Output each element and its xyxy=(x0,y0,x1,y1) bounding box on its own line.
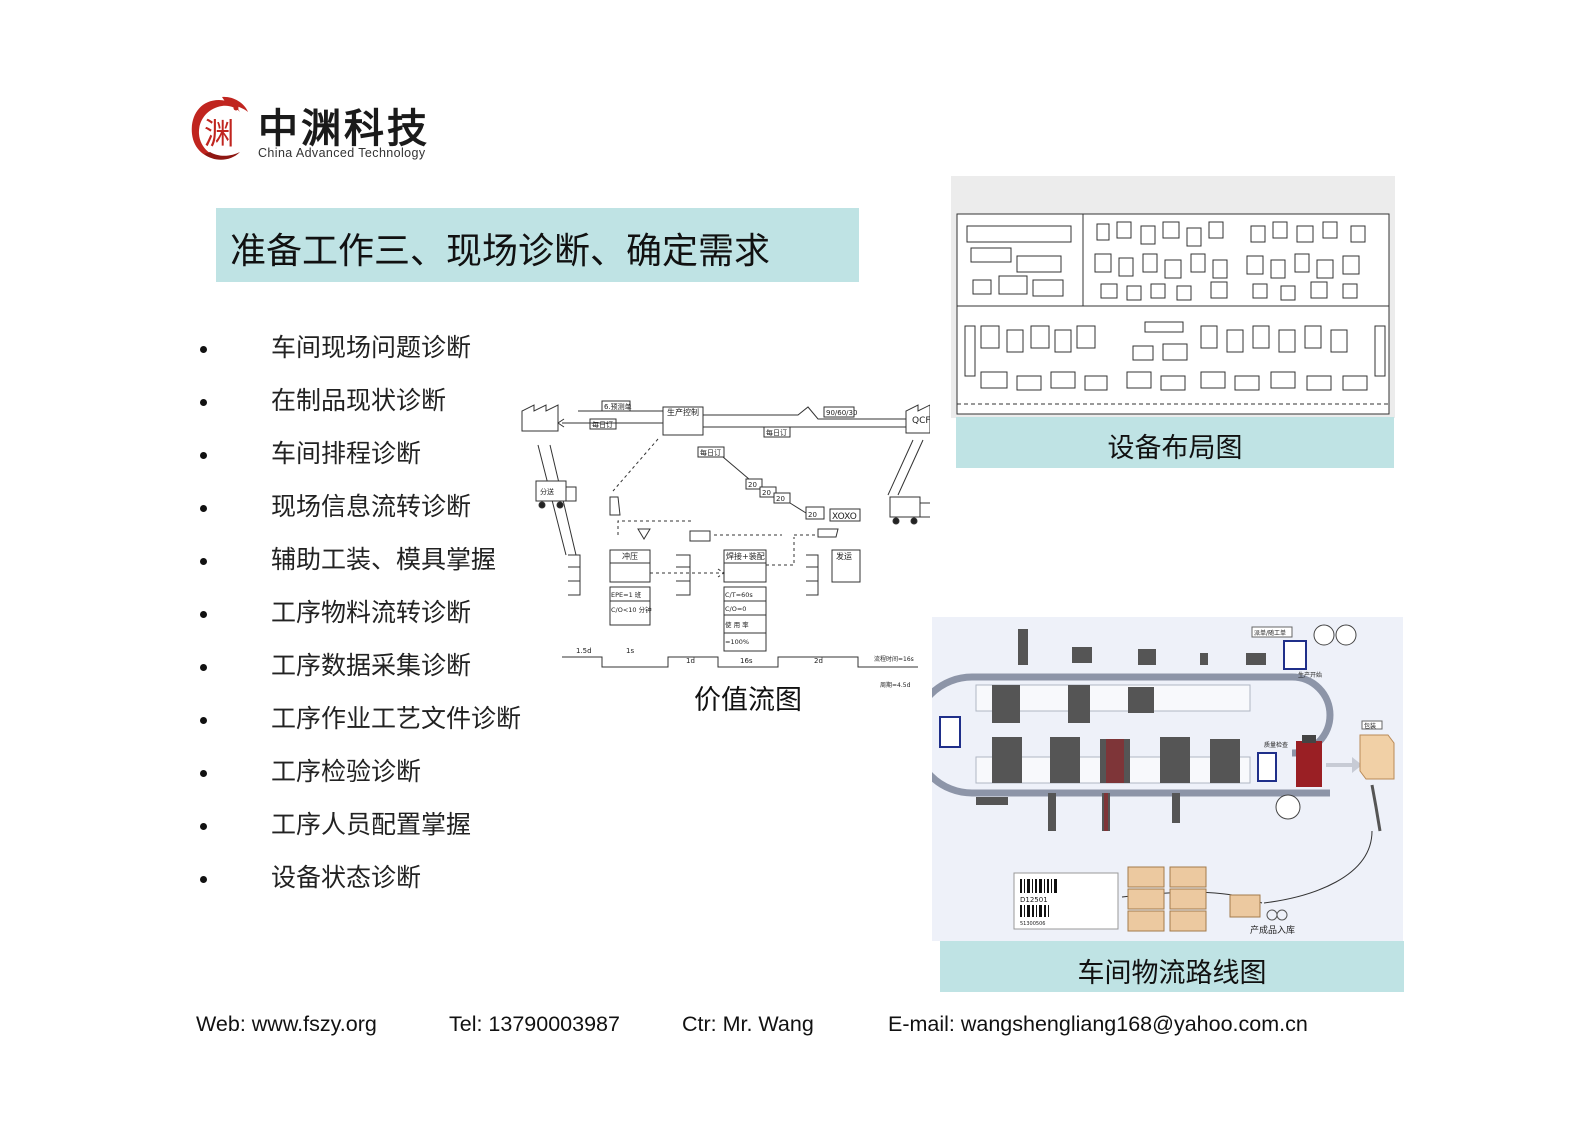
total-time-label: 周期=4.5d xyxy=(880,681,911,689)
logistics-route-drawing: 派单/随工单 生产开始 质量检查 包装 D12501 51300506 xyxy=(910,624,1395,936)
bullet-icon xyxy=(200,452,207,459)
route-caption: 车间物流路线图 xyxy=(1077,958,1267,989)
shipping-process-box xyxy=(831,549,861,583)
production-control-label: 生产控制 xyxy=(667,407,699,417)
footer-web: Web: www.fszy.org xyxy=(196,1012,377,1036)
logo-name-en: China Advanced Technology xyxy=(258,146,426,160)
vsm-caption: 价值流图 xyxy=(694,685,802,716)
bullet-icon xyxy=(200,346,207,353)
bullet-icon xyxy=(200,399,207,406)
svg-text:XOXO: XOXO xyxy=(832,512,857,522)
bullet-icon xyxy=(200,823,207,830)
svg-text:20: 20 xyxy=(748,481,757,489)
svg-text:20: 20 xyxy=(776,495,785,503)
shipping-label: 发运 xyxy=(836,551,852,561)
svg-text:20: 20 xyxy=(808,511,817,519)
daily-order-label-center: 每日订 xyxy=(700,448,721,457)
barcode-text: D12501 xyxy=(1020,896,1048,904)
svg-text:1d: 1d xyxy=(686,657,695,665)
pack-label: 包装 xyxy=(1364,722,1376,730)
svg-text:1s: 1s xyxy=(626,647,634,655)
truck-right-icon xyxy=(889,496,921,518)
svg-text:渊: 渊 xyxy=(204,117,234,152)
value-stream-map: QCF公司 生产控制 6.预测单 每日订 90/60/30 每日订 每日订 分送… xyxy=(521,400,930,689)
bullet-icon xyxy=(200,717,207,724)
barcode-icon xyxy=(1020,879,1057,917)
barcode-subtext: 51300506 xyxy=(1020,921,1045,927)
timeline-ladder xyxy=(562,656,918,668)
stamping-data-box xyxy=(609,586,651,626)
bullet-icon xyxy=(200,770,207,777)
svg-text:C/T=60s: C/T=60s xyxy=(725,591,753,599)
customer-factory-icon: QCF公司 xyxy=(905,404,930,434)
bullet-icon xyxy=(200,876,207,883)
layout-caption: 设备布局图 xyxy=(1107,433,1243,464)
finished-goods-label: 产成品入库 xyxy=(1250,924,1295,936)
forecast-label: 6.预测单 xyxy=(604,402,632,411)
svg-text:1.5d: 1.5d xyxy=(576,647,592,655)
daily-order-label-right: 每日订 xyxy=(766,428,787,437)
logistics-route-figure: 派单/随工单 生产开始 质量检查 包装 D12501 51300506 xyxy=(910,617,1403,941)
xoxo-box xyxy=(829,508,861,522)
company-logo: 渊 中渊科技 China Advanced Technology xyxy=(186,94,446,170)
svg-text:20: 20 xyxy=(762,489,771,497)
weld-assembly-process-box xyxy=(723,549,767,583)
svg-text:16s: 16s xyxy=(740,657,753,665)
weld-data-box xyxy=(723,586,767,652)
forecast-numbers-label: 90/60/30 xyxy=(826,409,857,417)
svg-text:使 用 率: 使 用 率 xyxy=(725,620,749,629)
svg-text:=100%: =100% xyxy=(725,638,749,646)
lead-time-label: 流程时间=16s xyxy=(874,655,914,663)
svg-text:EPE=1 班: EPE=1 班 xyxy=(611,590,642,599)
footer-email: E-mail: wangshengliang168@yahoo.com.cn xyxy=(888,1012,1308,1036)
layout-caption-bar: 设备布局图 xyxy=(956,417,1394,468)
footer-contact: Ctr: Mr. Wang xyxy=(682,1012,814,1036)
stamping-process-box xyxy=(609,549,651,583)
equipment-layout-figure xyxy=(951,176,1395,418)
svg-text:C/O=0: C/O=0 xyxy=(725,605,746,613)
start-label: 生产开始 xyxy=(1298,671,1322,679)
stamping-label: 冲压 xyxy=(622,551,638,561)
floor-plan-drawing xyxy=(956,213,1390,415)
weld-assembly-label: 焊接+装配 xyxy=(726,551,765,561)
route-caption-bar: 车间物流路线图 xyxy=(940,941,1404,992)
production-control-box xyxy=(662,406,704,436)
bullet-icon xyxy=(200,558,207,565)
page-title: 准备工作三、现场诊断、确定需求 xyxy=(230,231,771,272)
quality-check-label: 质量检查 xyxy=(1264,741,1288,749)
title-banner: 准备工作三、现场诊断、确定需求 xyxy=(216,208,859,282)
logo-name-cn: 中渊科技 xyxy=(258,105,430,152)
shipping-truck-label: 分送 xyxy=(540,487,554,496)
svg-text:2d: 2d xyxy=(814,657,823,665)
svg-text:C/O<10 分钟: C/O<10 分钟 xyxy=(611,605,652,614)
dragon-seal-icon: 渊 xyxy=(191,96,248,160)
bullet-icon xyxy=(200,664,207,671)
bullet-icon xyxy=(200,505,207,512)
contact-footer: Web: www.fszy.org Tel: 13790003987 Ctr: … xyxy=(196,1012,1376,1042)
supplier-factory-icon xyxy=(521,404,559,432)
daily-order-label-left: 每日订 xyxy=(592,420,613,429)
svg-text:QCF公司: QCF公司 xyxy=(912,415,930,426)
dispatch-label: 派单/随工单 xyxy=(1254,629,1286,637)
footer-tel: Tel: 13790003987 xyxy=(449,1012,620,1036)
bullet-icon xyxy=(200,611,207,618)
